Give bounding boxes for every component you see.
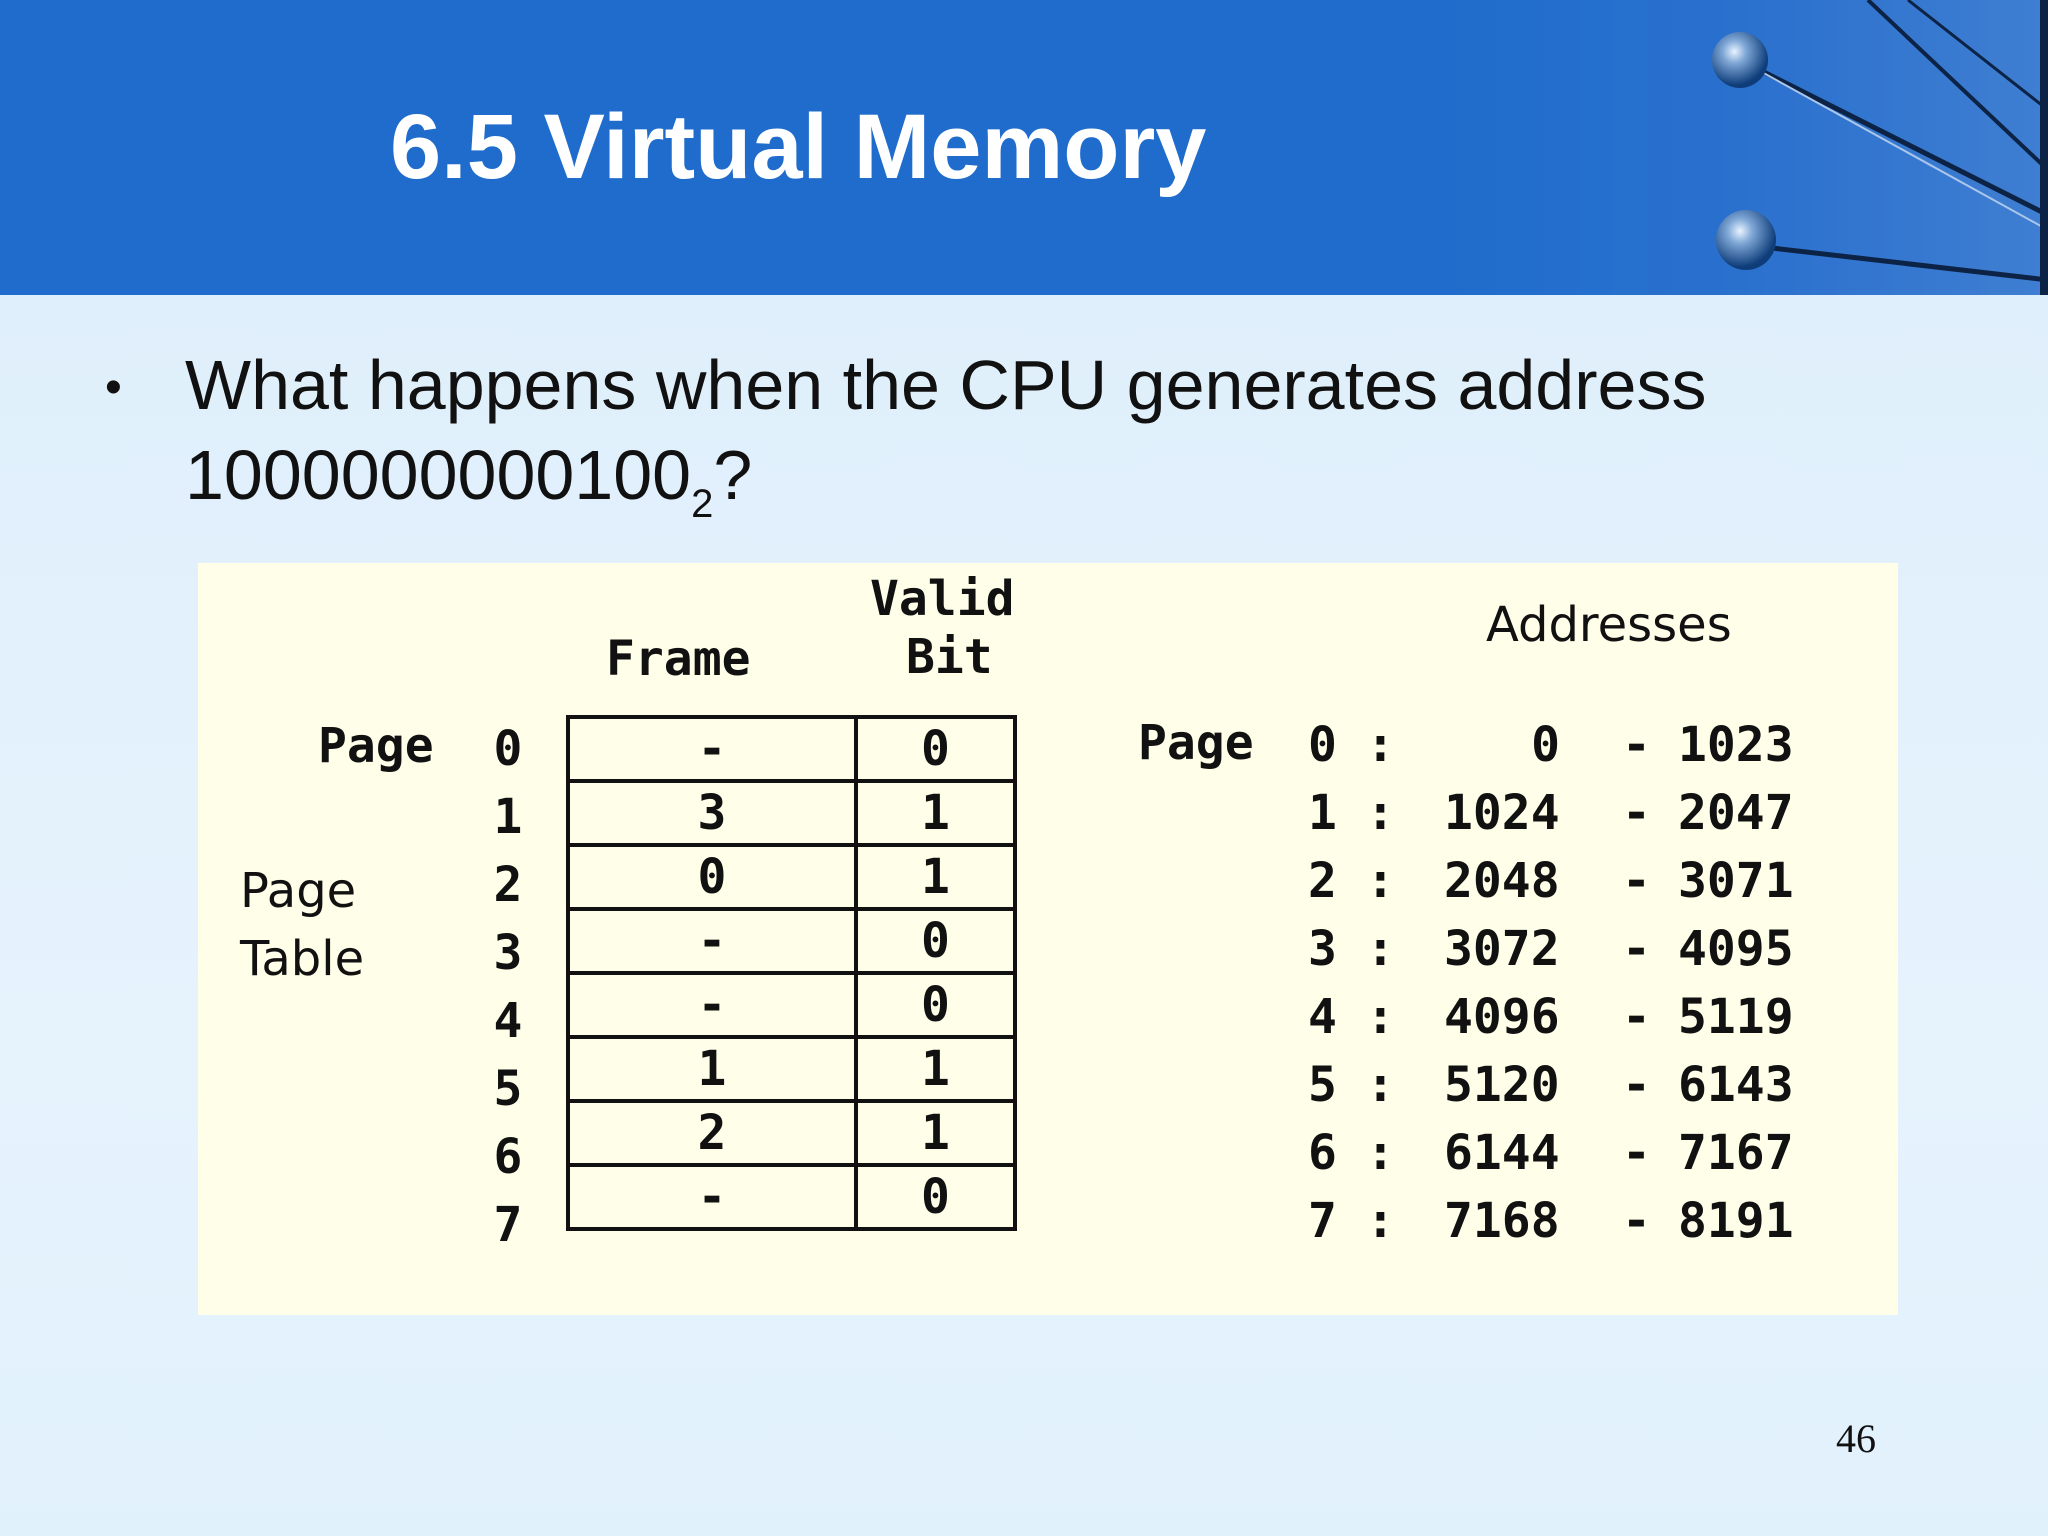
valid-cell: 0	[854, 1163, 1017, 1231]
addr-colon: :	[1366, 921, 1395, 977]
addr-page-number: 3	[1308, 921, 1337, 977]
table-row: -0	[566, 715, 1017, 783]
addr-colon: :	[1366, 1057, 1395, 1113]
bullet-question: What happens when the CPU generates addr…	[185, 346, 1707, 424]
addr-start: 2048	[1444, 853, 1560, 909]
addr-colon: :	[1366, 785, 1395, 841]
addr-dash: -	[1622, 921, 1651, 977]
bullet-text: What happens when the CPU generates addr…	[185, 340, 1706, 549]
frame-cell: -	[566, 971, 858, 1039]
addr-start: 0	[1531, 717, 1560, 773]
addr-page-number: 5	[1308, 1057, 1337, 1113]
addr-page-number: 2	[1308, 853, 1337, 909]
addr-page-label: Page	[1138, 715, 1254, 771]
addr-dash: -	[1622, 1125, 1651, 1181]
slide-title: 6.5 Virtual Memory	[390, 96, 1207, 198]
slide-number: 46	[1836, 1416, 1876, 1461]
valid-cell: 0	[854, 907, 1017, 975]
addr-colon: :	[1366, 1193, 1395, 1249]
addresses-header: Addresses	[1486, 597, 1732, 653]
page-number: 0	[493, 721, 523, 777]
bullet-marker: •	[105, 361, 122, 414]
addr-dash: -	[1622, 1193, 1651, 1249]
table-row: -0	[566, 907, 1017, 975]
valid-cell: 1	[854, 1099, 1017, 1167]
page-number: 6	[493, 1129, 523, 1185]
addr-start: 7168	[1444, 1193, 1560, 1249]
slide-header: 6.5 Virtual Memory	[0, 0, 2048, 295]
pushpin-decoration-icon	[1648, 0, 2048, 295]
addr-start: 6144	[1444, 1125, 1560, 1181]
addr-colon: :	[1366, 1125, 1395, 1181]
addr-end: 4095	[1678, 921, 1794, 977]
frame-cell: 2	[566, 1099, 858, 1167]
frame-cell: 0	[566, 843, 858, 911]
valid-header-line1: Valid	[870, 571, 1015, 627]
page-label: Page	[318, 718, 434, 774]
frame-cell: 3	[566, 779, 858, 847]
page-number: 3	[493, 925, 523, 981]
valid-cell: 0	[854, 715, 1017, 783]
addr-end: 8191	[1678, 1193, 1794, 1249]
valid-header-line2: Bit	[906, 629, 993, 685]
frame-cell: -	[566, 907, 858, 975]
addr-page-number: 4	[1308, 989, 1337, 1045]
page-table-figure: Frame Valid Bit Page Page Table 0 1 2 3 …	[198, 563, 1898, 1315]
addr-colon: :	[1366, 853, 1395, 909]
address-suffix: ?	[713, 436, 753, 514]
page-number: 5	[493, 1061, 523, 1117]
addr-start: 4096	[1444, 989, 1560, 1045]
valid-cell: 1	[854, 779, 1017, 847]
addr-end: 5119	[1678, 989, 1794, 1045]
page-number: 4	[493, 993, 523, 1049]
binary-address: 10000000001002?	[185, 436, 753, 526]
addr-page-number: 6	[1308, 1125, 1337, 1181]
addr-start: 1024	[1444, 785, 1560, 841]
addr-dash: -	[1622, 853, 1651, 909]
addr-end: 2047	[1678, 785, 1794, 841]
table-row: -0	[566, 1163, 1017, 1231]
addr-end: 6143	[1678, 1057, 1794, 1113]
page-number: 1	[493, 789, 523, 845]
valid-cell: 1	[854, 843, 1017, 911]
frame-cell: -	[566, 715, 858, 783]
valid-cell: 1	[854, 1035, 1017, 1103]
addr-dash: -	[1622, 1057, 1651, 1113]
addr-colon: :	[1366, 717, 1395, 773]
frame-cell: 1	[566, 1035, 858, 1103]
addr-start: 3072	[1444, 921, 1560, 977]
addr-dash: -	[1622, 785, 1651, 841]
addr-end: 1023	[1678, 717, 1794, 773]
addr-end: 3071	[1678, 853, 1794, 909]
addr-page-number: 7	[1308, 1193, 1337, 1249]
addr-colon: :	[1366, 989, 1395, 1045]
page-table-label-1: Page	[240, 863, 357, 919]
addr-start: 5120	[1444, 1057, 1560, 1113]
page-number: 2	[493, 857, 523, 913]
table-row: -0	[566, 971, 1017, 1039]
addr-end: 7167	[1678, 1125, 1794, 1181]
addr-page-number: 1	[1308, 785, 1337, 841]
addr-dash: -	[1622, 717, 1651, 773]
addr-page-number: 0	[1308, 717, 1337, 773]
frame-header: Frame	[606, 631, 751, 687]
page-table-label-2: Table	[240, 931, 365, 987]
valid-cell: 0	[854, 971, 1017, 1039]
frame-cell: -	[566, 1163, 858, 1231]
page-number: 7	[493, 1197, 523, 1253]
addr-dash: -	[1622, 989, 1651, 1045]
address-base: 2	[691, 482, 714, 526]
